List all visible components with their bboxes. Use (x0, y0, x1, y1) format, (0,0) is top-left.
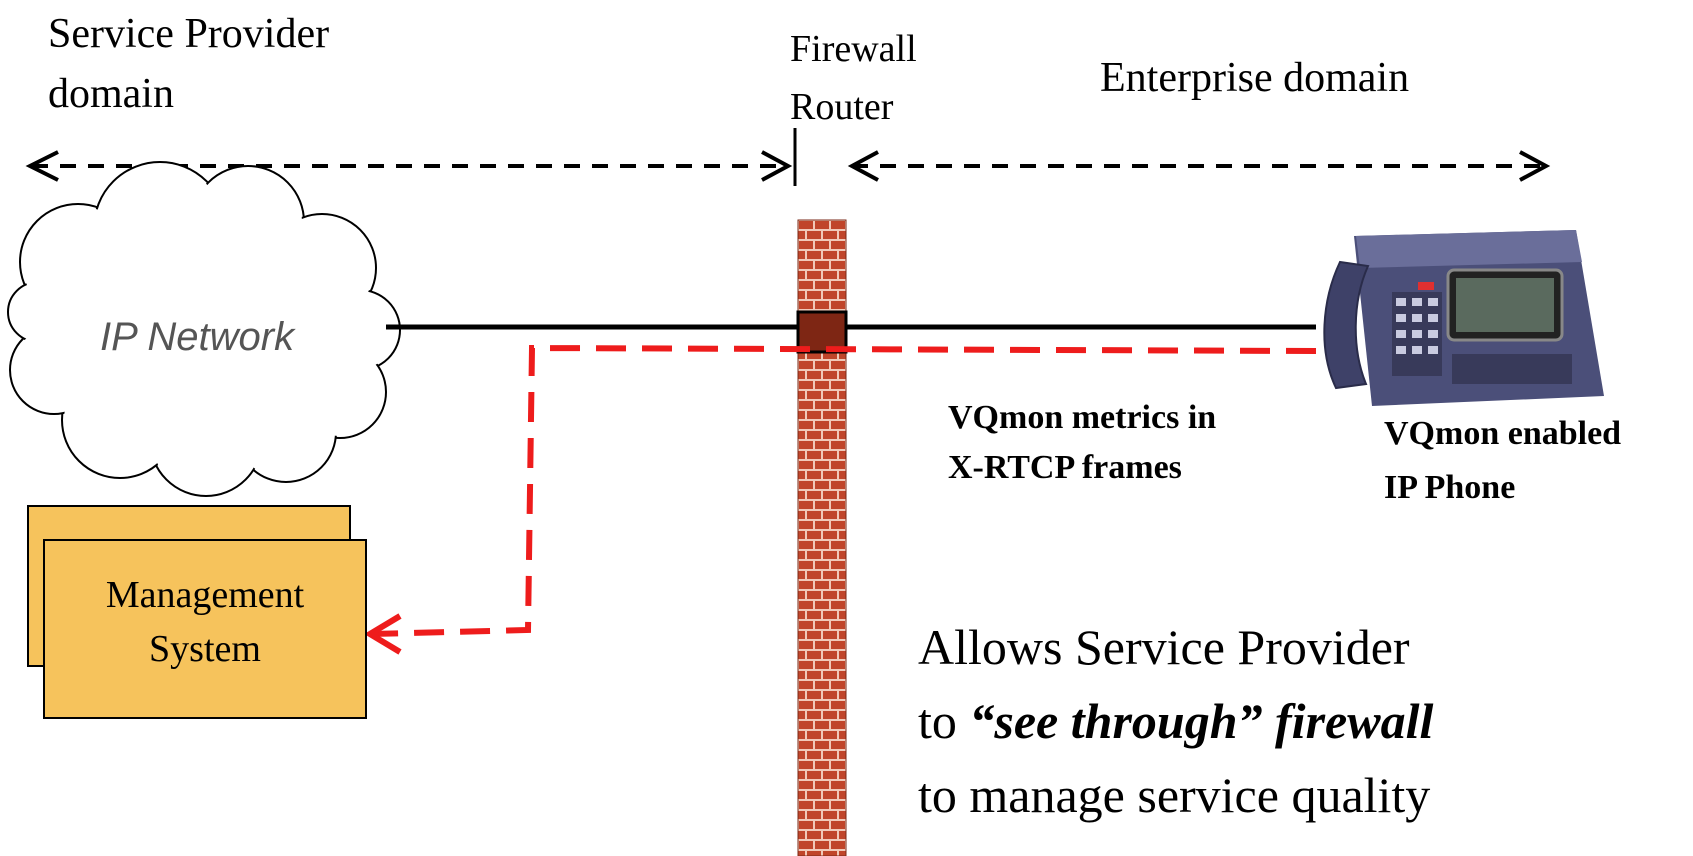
see-through-firewall-emphasis: “see through” firewall (969, 693, 1434, 749)
vqmon-phone-line2: IP Phone (1384, 469, 1516, 506)
management-label-line1: Management (105, 574, 305, 616)
vqmon-metrics-label: VQmon metrics in X-RTCP frames (948, 393, 1216, 493)
service-provider-domain-label: Service Provider domain (48, 4, 329, 124)
firewall-router-label: Firewall Router (790, 20, 917, 136)
enterprise-domain-label: Enterprise domain (1100, 55, 1410, 101)
management-system-label: Management System (40, 568, 370, 676)
ip-network-label: IP Network (100, 315, 295, 359)
allows-line1: Allows Service Provider (918, 619, 1410, 675)
management-label-line2: System (149, 628, 261, 670)
allows-line3: to manage service quality (918, 767, 1431, 823)
firewall-label-line1: Firewall (790, 28, 917, 70)
ip-phone-icon (1323, 230, 1604, 406)
xrtcp-report-path (364, 344, 1317, 655)
firewall-port (796, 310, 848, 354)
allows-line2: to “see through” firewall (918, 684, 1433, 758)
vqmon-metrics-line2: X-RTCP frames (948, 449, 1182, 486)
vqmon-metrics-line1: VQmon metrics in (948, 399, 1217, 436)
cloud-fill (10, 164, 398, 494)
service-provider-label-line2: domain (48, 71, 174, 117)
allows-statement: Allows Service Provider to “see through”… (918, 610, 1433, 832)
firewall-label-line2: Router (790, 86, 894, 128)
service-provider-label-line1: Service Provider (48, 11, 330, 57)
vqmon-phone-line1: VQmon enabled (1384, 415, 1622, 452)
allows-line2-prefix: to (918, 693, 970, 749)
management-box-front (43, 539, 367, 719)
vqmon-phone-label: VQmon enabled IP Phone (1384, 407, 1621, 515)
enterprise-domain-arrow (847, 150, 1551, 182)
